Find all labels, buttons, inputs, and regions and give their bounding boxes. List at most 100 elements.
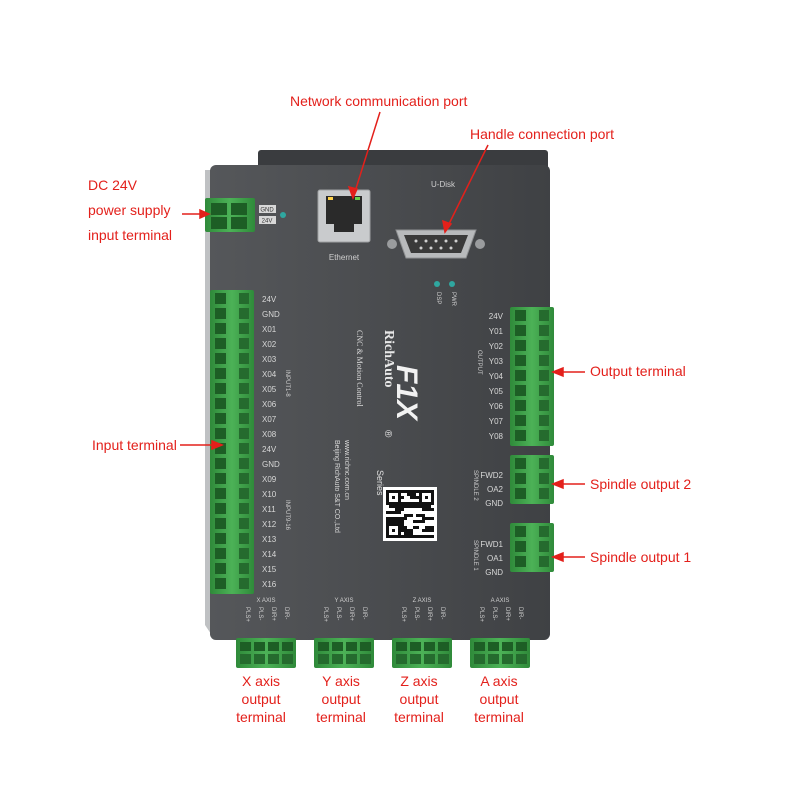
qr-module xyxy=(392,490,395,493)
qr-module xyxy=(395,535,398,538)
spindle2-group-label: SPINDLE 2 xyxy=(472,470,478,501)
qr-module xyxy=(422,508,425,511)
qr-module xyxy=(428,490,431,493)
input-terminal-screw xyxy=(239,353,249,364)
output-terminal-port xyxy=(515,340,526,351)
input-terminal-screw xyxy=(239,443,249,454)
input-terminal-port xyxy=(215,428,226,439)
output-pin-label: Y01 xyxy=(489,327,504,336)
input-pin-label: X06 xyxy=(262,400,277,409)
qr-module xyxy=(425,508,428,511)
qr-module xyxy=(398,529,401,532)
qr-module xyxy=(428,526,431,529)
callout-z-axis: Z axis output terminal xyxy=(384,672,454,726)
qr-module xyxy=(389,490,392,493)
qr-module xyxy=(422,490,425,493)
qr-module xyxy=(419,535,422,538)
qr-module xyxy=(389,502,392,505)
output-terminal-block xyxy=(510,307,554,446)
branding: RichAuto ® F1X Series CNC & Motion Contr… xyxy=(333,330,423,533)
qr-module xyxy=(425,517,428,520)
qr-module xyxy=(395,505,398,508)
input-terminal-port xyxy=(215,533,226,544)
qr-module xyxy=(416,526,419,529)
input-pin-label: X12 xyxy=(262,520,277,529)
spindle2-terminal-screw xyxy=(539,473,549,484)
input-terminal-port xyxy=(215,308,226,319)
input-terminal-port xyxy=(215,353,226,364)
x-axis-port xyxy=(240,642,251,651)
callout-x-axis-line3: terminal xyxy=(236,709,286,725)
z-axis-port xyxy=(396,642,407,651)
qr-module xyxy=(422,514,425,517)
qr-module xyxy=(401,526,404,529)
qr-module xyxy=(386,520,389,523)
output-pin-label: Y04 xyxy=(489,372,504,381)
output-terminal-port xyxy=(515,400,526,411)
qr-module xyxy=(422,517,425,520)
z-axis-screw xyxy=(438,654,449,664)
z-axis-pin-label: PLS+ xyxy=(400,607,406,622)
qr-module xyxy=(428,535,431,538)
a-axis-pin-label: DIR- xyxy=(517,607,523,619)
qr-module xyxy=(386,496,389,499)
qr-module xyxy=(401,490,404,493)
spindle1-terminal-port xyxy=(515,541,526,552)
a-axis-pin-label: PLS+ xyxy=(478,607,484,622)
x-axis-port xyxy=(268,642,279,651)
input-terminal-port xyxy=(215,458,226,469)
callout-z-axis-line2: output xyxy=(399,691,439,707)
qr-module xyxy=(401,529,404,532)
a-axis-pin-label: PLS- xyxy=(491,607,497,620)
spindle2-terminal-port xyxy=(515,458,526,469)
qr-module xyxy=(431,526,434,529)
qr-module xyxy=(422,535,425,538)
input-terminal-screw xyxy=(239,533,249,544)
z-axis-pin-label: DIR- xyxy=(439,607,445,619)
input-terminal-block xyxy=(210,290,254,594)
input-terminal-screw xyxy=(239,368,249,379)
pwr-label: PWR xyxy=(450,292,456,307)
qr-module xyxy=(401,508,404,511)
x-axis-port xyxy=(254,642,265,651)
output-terminal-screw xyxy=(539,325,549,336)
output-terminal-port xyxy=(515,430,526,441)
qr-module xyxy=(416,514,419,517)
qr-module xyxy=(389,517,392,520)
z-axis-port xyxy=(424,642,435,651)
qr-module xyxy=(410,535,413,538)
input-terminal-port xyxy=(215,338,226,349)
input-terminal-screw xyxy=(239,488,249,499)
qr-module xyxy=(413,493,416,496)
qr-module xyxy=(428,529,431,532)
qr-module xyxy=(419,499,422,502)
input-pin-label: X08 xyxy=(262,430,277,439)
input-pin-label: 24V xyxy=(262,295,277,304)
qr-module xyxy=(398,526,401,529)
qr-module xyxy=(413,526,416,529)
qr-module xyxy=(404,529,407,532)
qr-module xyxy=(428,508,431,511)
y-axis-label: Y AXIS xyxy=(335,598,354,604)
callout-y-axis: Y axis output terminal xyxy=(306,672,376,726)
qr-module xyxy=(410,532,413,535)
qr-module xyxy=(398,535,401,538)
output-terminal-screw xyxy=(539,370,549,381)
qr-module xyxy=(416,502,419,505)
dsp-led xyxy=(434,281,440,287)
qr-module xyxy=(419,505,422,508)
qr-module xyxy=(386,499,389,502)
qr-module xyxy=(404,532,407,535)
input-terminal-screw xyxy=(239,563,249,574)
ethernet-port xyxy=(317,189,371,243)
callout-x-axis-line2: output xyxy=(241,691,281,707)
qr-module xyxy=(392,523,395,526)
input-terminal-screw xyxy=(239,473,249,484)
udisk-label: U-Disk xyxy=(431,180,456,189)
qr-module xyxy=(410,529,413,532)
qr-module xyxy=(395,523,398,526)
callout-x-axis-line1: X axis xyxy=(241,673,281,689)
callout-power-line3: input terminal xyxy=(88,227,173,243)
